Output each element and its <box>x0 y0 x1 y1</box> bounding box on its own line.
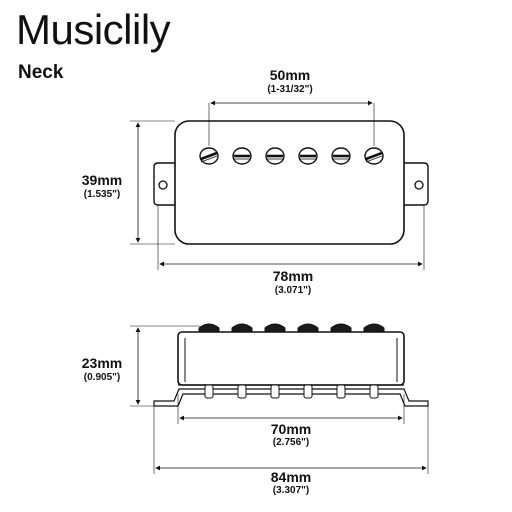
pole-screw-top <box>298 147 318 165</box>
dim-pole-spacing <box>208 100 375 146</box>
pole-leg-side <box>270 384 280 399</box>
side-pole-legs <box>204 384 379 399</box>
pickup-position-label: Neck <box>18 62 64 83</box>
mount-length-imperial: (3.071") <box>274 285 312 296</box>
top-mount-hole-left <box>158 180 168 190</box>
side-height-metric: 23mm <box>81 355 123 371</box>
side-height-imperial: (0.905") <box>83 372 121 383</box>
pole-screw-top <box>199 147 219 165</box>
cover-length-metric: 70mm <box>270 421 312 437</box>
side-view <box>153 323 429 407</box>
pole-leg-side <box>303 384 313 399</box>
pole-screw-top <box>265 147 285 165</box>
total-length-metric: 84mm <box>270 469 312 485</box>
top-mounting-flange-right <box>404 162 429 206</box>
pole-leg-side <box>237 384 247 399</box>
top-height-imperial: (1.535") <box>83 189 121 200</box>
side-cover <box>177 331 405 386</box>
pole-leg-side <box>204 384 214 399</box>
pole-spacing-metric: 50mm <box>269 67 311 83</box>
pole-leg-side <box>336 384 346 399</box>
cover-length-imperial: (2.756") <box>272 437 310 448</box>
top-height-metric: 39mm <box>81 172 123 188</box>
dim-top-height <box>130 120 175 245</box>
top-mount-hole-right <box>414 180 424 190</box>
pole-screw-top <box>331 147 351 165</box>
pole-screw-top <box>364 147 384 165</box>
top-pole-pieces <box>199 147 384 165</box>
pole-screw-top <box>232 147 252 165</box>
brand-title: Musiclily <box>16 6 171 53</box>
pole-spacing-imperial: (1-31/32") <box>267 84 313 95</box>
dim-total-length <box>153 406 429 474</box>
mount-length-metric: 78mm <box>272 268 314 284</box>
pole-leg-side <box>369 384 379 399</box>
total-length-imperial: (3.307") <box>272 485 310 496</box>
top-mounting-flange <box>153 162 175 206</box>
dim-mount-length <box>157 205 425 270</box>
dim-cover-length <box>177 394 405 424</box>
top-view <box>153 120 429 245</box>
dim-side-height <box>130 325 200 407</box>
top-cover <box>174 120 405 245</box>
side-baseplate <box>153 388 429 407</box>
